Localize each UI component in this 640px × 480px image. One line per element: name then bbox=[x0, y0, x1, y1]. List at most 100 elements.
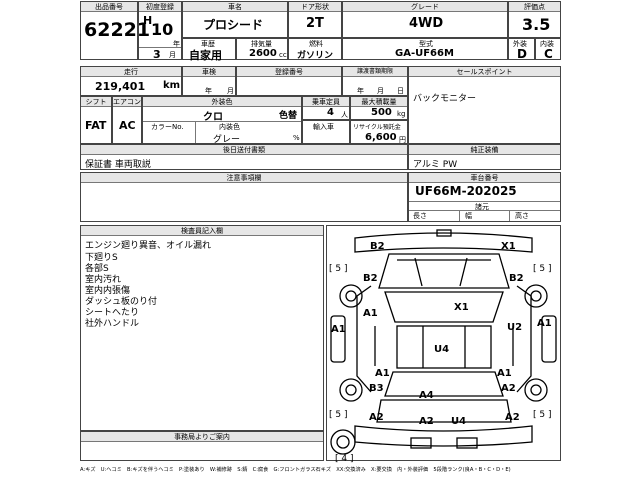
frame-number: UF66M-202025 bbox=[415, 184, 517, 198]
int-label: 内装 bbox=[540, 40, 554, 48]
inspector-box: 検査員記入欄 エンジン廻り異音、オイル漏れ 下廻りS 各部S 室内汚れ 室内内張… bbox=[80, 225, 324, 431]
color-value: クロ bbox=[203, 112, 223, 123]
reg-year: 10 bbox=[151, 20, 174, 39]
payload-box: 最大積載量 500 kg bbox=[350, 96, 408, 120]
mark-b2-right: B2 bbox=[509, 273, 524, 284]
disp-label: 排気量 bbox=[251, 40, 272, 48]
color-no-label: カラーNo. bbox=[151, 123, 184, 131]
ac-box: エアコン AC bbox=[112, 96, 142, 144]
inspect-box: 車検 年 月 bbox=[182, 66, 236, 96]
mark-a2-left: A2 bbox=[369, 412, 384, 423]
inspector-line: 各部S bbox=[85, 264, 109, 274]
import-box: 輸入車 bbox=[302, 120, 350, 144]
disp-box: 排気量 2600 cc bbox=[236, 38, 288, 60]
wid-label: 幅 bbox=[465, 212, 472, 220]
inspector-label: 検査員記入欄 bbox=[81, 226, 323, 236]
int-color-label: 内装色 bbox=[219, 123, 240, 131]
inspector-line: 室内内張傷 bbox=[85, 286, 131, 296]
inspect-month: 月 bbox=[227, 87, 234, 95]
mark-u2-right: U2 bbox=[507, 322, 523, 333]
inspector-line: 社外ハンドル bbox=[85, 319, 140, 329]
recycle-label: リサイクル預託金 bbox=[353, 124, 401, 131]
mark-x1-top: X1 bbox=[501, 241, 516, 252]
reg-month: 3 bbox=[153, 48, 161, 61]
color-label: 外装色 bbox=[143, 97, 301, 107]
door-label: ドア形状 bbox=[289, 2, 341, 12]
color-change: 色替 bbox=[279, 111, 298, 121]
notes-label: 注意事項欄 bbox=[81, 173, 407, 183]
transfer-year: 年 bbox=[357, 87, 364, 95]
mark-u4-bottom: U4 bbox=[451, 416, 467, 427]
office-label: 事務局よりご案内 bbox=[81, 432, 323, 442]
year-unit: 年 bbox=[173, 40, 180, 48]
int-grade: C bbox=[544, 47, 553, 61]
ext-grade-box: 外装 D bbox=[508, 38, 535, 61]
mileage-value: 219,401 bbox=[95, 80, 146, 93]
frame-label: 車台番号 bbox=[409, 173, 560, 183]
mark-a2-bottom: A2 bbox=[419, 416, 434, 427]
sales-label: セールスポイント bbox=[409, 67, 560, 77]
mark-bracket-5: [ 5 ] bbox=[533, 264, 552, 274]
lot-number: 62221 bbox=[84, 19, 151, 41]
fuel-box: 燃料 ガソリン bbox=[288, 38, 342, 61]
shift-box: シフト FAT bbox=[80, 96, 112, 144]
capacity-box: 乗車定員 4 人 bbox=[302, 96, 350, 120]
mark-bracket-5: [ 5 ] bbox=[329, 410, 348, 420]
damage-diagram: B2 X1 [ 5 ] [ 5 ] B2 B2 X1 A1 U2 A1 A1 U… bbox=[326, 225, 561, 464]
notes-box: 注意事項欄 bbox=[80, 172, 408, 222]
use-label: 車歴 bbox=[201, 40, 215, 48]
ac-value: AC bbox=[119, 119, 136, 132]
ac-label: エアコン bbox=[113, 97, 141, 107]
transfer-day: 日 bbox=[397, 87, 404, 95]
mark-a2-right: A2 bbox=[501, 383, 516, 394]
door-value: 2T bbox=[306, 16, 324, 31]
regno-label: 登録番号 bbox=[237, 67, 341, 77]
sales-box: セールスポイント バックモニター bbox=[408, 66, 561, 144]
inspector-line: エンジン廻り異音、オイル漏れ bbox=[85, 241, 212, 251]
mark-a1-left: A1 bbox=[363, 308, 378, 319]
sales-point: バックモニター bbox=[413, 94, 477, 104]
inspect-label: 車検 bbox=[183, 67, 235, 77]
score-value: 3.5 bbox=[522, 15, 551, 34]
score-box: 評価点 3.5 bbox=[508, 1, 561, 38]
mileage-unit: km bbox=[163, 80, 181, 91]
mark-a1-far: A1 bbox=[331, 324, 346, 335]
mileage-box: 走行 219,401 km bbox=[80, 66, 182, 96]
ext-label: 外装 bbox=[513, 40, 527, 48]
recycle-box: リサイクル預託金 6,600 円 bbox=[350, 120, 408, 144]
grade-box: グレード 4WD bbox=[342, 1, 508, 38]
office-box: 事務局よりご案内 bbox=[80, 431, 324, 461]
use-value: 自家用 bbox=[189, 49, 222, 62]
model-label: 型式 bbox=[419, 40, 433, 48]
hei-label: 高さ bbox=[515, 212, 529, 220]
name-box: 車名 プロシード bbox=[182, 1, 288, 38]
payload-label: 最大積載量 bbox=[351, 97, 407, 107]
shift-value: FAT bbox=[85, 119, 107, 132]
color-box: 外装色 クロ 色替 カラーNo. 内装色 グレー % bbox=[142, 96, 302, 145]
model-box: 型式 GA-UF66M bbox=[342, 38, 508, 60]
transfer-label: 譲渡書類期限 bbox=[343, 67, 407, 77]
ext-grade: D bbox=[517, 47, 527, 61]
len-label: 長さ bbox=[413, 212, 427, 220]
frame-box: 車台番号 UF66M-202025 諸元 長さ 幅 高さ bbox=[408, 172, 561, 222]
reg-label: 初度登録 bbox=[139, 2, 181, 12]
docs-text: 保証書 車両取説 bbox=[85, 160, 151, 170]
transfer-box: 譲渡書類期限 年 月 日 bbox=[342, 66, 408, 96]
capacity-label: 乗車定員 bbox=[303, 97, 349, 107]
mark-a1-right: A1 bbox=[537, 318, 552, 329]
options-label: 純正装備 bbox=[409, 145, 560, 155]
mark-bracket-5: [ 5 ] bbox=[329, 264, 348, 274]
mark-b2-top: B2 bbox=[370, 241, 385, 252]
docs-label: 後日送付書類 bbox=[81, 145, 407, 155]
transfer-month: 月 bbox=[377, 87, 384, 95]
lot-label: 出品番号 bbox=[81, 2, 137, 12]
inspector-line: 室内汚れ bbox=[85, 275, 122, 285]
use-box: 車歴 自家用 bbox=[182, 38, 236, 62]
mark-u4-mid: U4 bbox=[434, 344, 450, 355]
legend-text: A:キズ U:ヘコミ B:キズを伴うヘコミ P:塗装あり W:補修跡 S:錆 C… bbox=[80, 467, 511, 473]
car-name: プロシード bbox=[203, 18, 264, 32]
recycle-unit: 円 bbox=[399, 136, 406, 144]
mark-bracket-5: [ 5 ] bbox=[533, 410, 552, 420]
fuel-value: ガソリン bbox=[297, 51, 334, 61]
mileage-label: 走行 bbox=[81, 67, 181, 77]
